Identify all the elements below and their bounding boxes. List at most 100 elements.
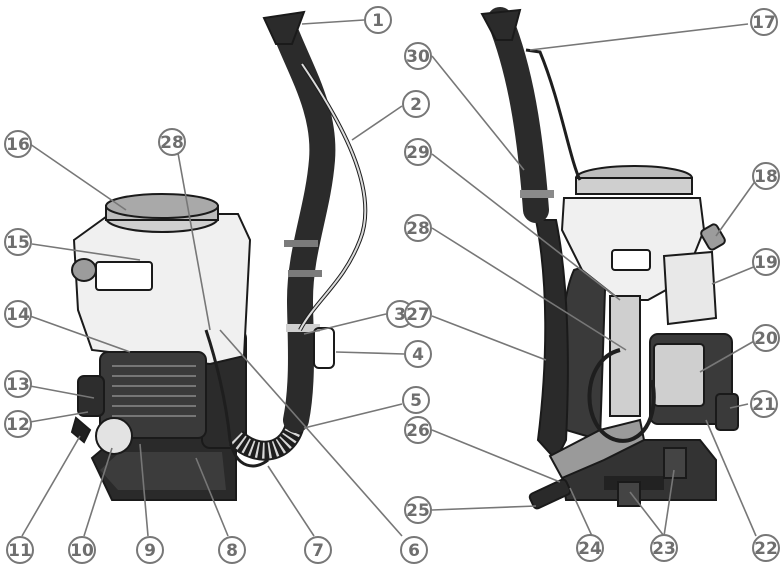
leader-27: [431, 315, 547, 361]
svg-text:29: 29: [406, 143, 430, 163]
svg-text:13: 13: [6, 375, 30, 395]
svg-text:28: 28: [406, 219, 430, 239]
leader-12: [29, 411, 89, 423]
front-base-pad: [100, 452, 226, 490]
leader-26: [431, 429, 561, 483]
front-starter: [77, 375, 105, 417]
leader-23a: [629, 491, 665, 537]
rear-tank-lid-rim: [575, 177, 693, 195]
leader-11: [21, 435, 81, 537]
svg-text:16: 16: [6, 135, 30, 155]
leader-22: [705, 419, 757, 537]
svg-text:5: 5: [410, 391, 422, 411]
svg-text:24: 24: [578, 539, 602, 559]
callout-2: 2: [402, 90, 430, 118]
callout-10: 10: [68, 536, 96, 564]
front-blower-tube: [271, 15, 336, 433]
front-tube-clamp-1: [284, 240, 318, 247]
rear-tube-clamp: [520, 190, 554, 198]
callout-6: 6: [400, 536, 428, 564]
callout-7: 7: [304, 536, 332, 564]
leader-28-rear: [431, 227, 627, 351]
svg-text:3: 3: [394, 305, 406, 325]
leader-9: [139, 443, 149, 537]
front-engine-fins: [112, 365, 196, 417]
leader-10: [83, 447, 113, 537]
svg-text:14: 14: [6, 305, 30, 325]
front-tank-lid-top: [105, 193, 219, 219]
callout-5: 5: [402, 386, 430, 414]
front-fuel-cap: [71, 258, 97, 282]
rear-tank-label: [611, 249, 651, 271]
leader-6: [219, 329, 403, 537]
front-tube-clamp-2: [288, 270, 322, 277]
rear-blower-tube: [487, 7, 549, 223]
leader-19: [711, 265, 757, 285]
svg-text:26: 26: [406, 421, 430, 441]
leader-15: [31, 243, 141, 261]
svg-text:30: 30: [406, 47, 430, 67]
callout-19: 19: [752, 248, 780, 276]
front-nozzle: [262, 10, 306, 45]
svg-text:22: 22: [754, 539, 778, 559]
callout-16: 16: [4, 130, 32, 158]
leader-18: [715, 179, 757, 237]
callout-4: 4: [404, 340, 432, 368]
front-handle-grip: [313, 327, 335, 369]
callout-18: 18: [752, 162, 780, 190]
leader-2: [351, 105, 403, 141]
callout-25: 25: [404, 496, 432, 524]
svg-text:17: 17: [752, 13, 776, 33]
svg-text:18: 18: [754, 167, 778, 187]
svg-text:15: 15: [6, 233, 30, 253]
rear-hose-loop: [587, 348, 656, 443]
callout-29: 29: [404, 138, 432, 166]
rear-fuel-tank: [662, 250, 718, 326]
svg-text:6: 6: [408, 541, 420, 561]
leader-13: [29, 385, 95, 399]
rear-carburetor: [715, 393, 739, 431]
svg-text:9: 9: [144, 541, 156, 561]
leader-16: [29, 143, 127, 211]
leader-17: [529, 23, 749, 51]
svg-text:8: 8: [226, 541, 238, 561]
leader-14: [29, 315, 131, 353]
svg-text:11: 11: [8, 541, 32, 561]
svg-text:23: 23: [652, 539, 676, 559]
front-view-machine: [70, 10, 368, 501]
svg-text:27: 27: [406, 305, 430, 325]
leader-lines: [21, 19, 757, 537]
svg-text:19: 19: [754, 253, 778, 273]
svg-text:2: 2: [410, 95, 422, 115]
front-air-filter: [95, 417, 133, 455]
callout-20: 20: [752, 324, 780, 352]
svg-text:21: 21: [752, 395, 776, 415]
callout-8: 8: [218, 536, 246, 564]
leader-5: [303, 403, 403, 429]
callout-21: 21: [750, 390, 778, 418]
callout-30: 30: [404, 42, 432, 70]
callout-9: 9: [136, 536, 164, 564]
callout-26: 26: [404, 416, 432, 444]
front-tank-label: [95, 261, 153, 291]
rear-foot-2: [663, 447, 687, 479]
leader-30: [431, 55, 525, 171]
leader-28-front: [175, 141, 211, 331]
callout-1: 1: [364, 6, 392, 34]
callout-13: 13: [4, 370, 32, 398]
callout-28-rear: 28: [404, 214, 432, 242]
rear-nozzle: [480, 8, 522, 41]
callout-17: 17: [750, 8, 778, 36]
callout-14: 14: [4, 300, 32, 328]
svg-text:4: 4: [412, 345, 424, 365]
svg-text:25: 25: [406, 501, 430, 521]
svg-text:10: 10: [70, 541, 94, 561]
leader-25: [431, 505, 537, 511]
callout-12: 12: [4, 410, 32, 438]
svg-text:1: 1: [372, 11, 384, 31]
leader-8: [195, 457, 229, 537]
leader-21: [729, 403, 749, 409]
callout-24: 24: [576, 534, 604, 562]
rear-view-machine: [480, 7, 739, 510]
svg-text:20: 20: [754, 329, 778, 349]
